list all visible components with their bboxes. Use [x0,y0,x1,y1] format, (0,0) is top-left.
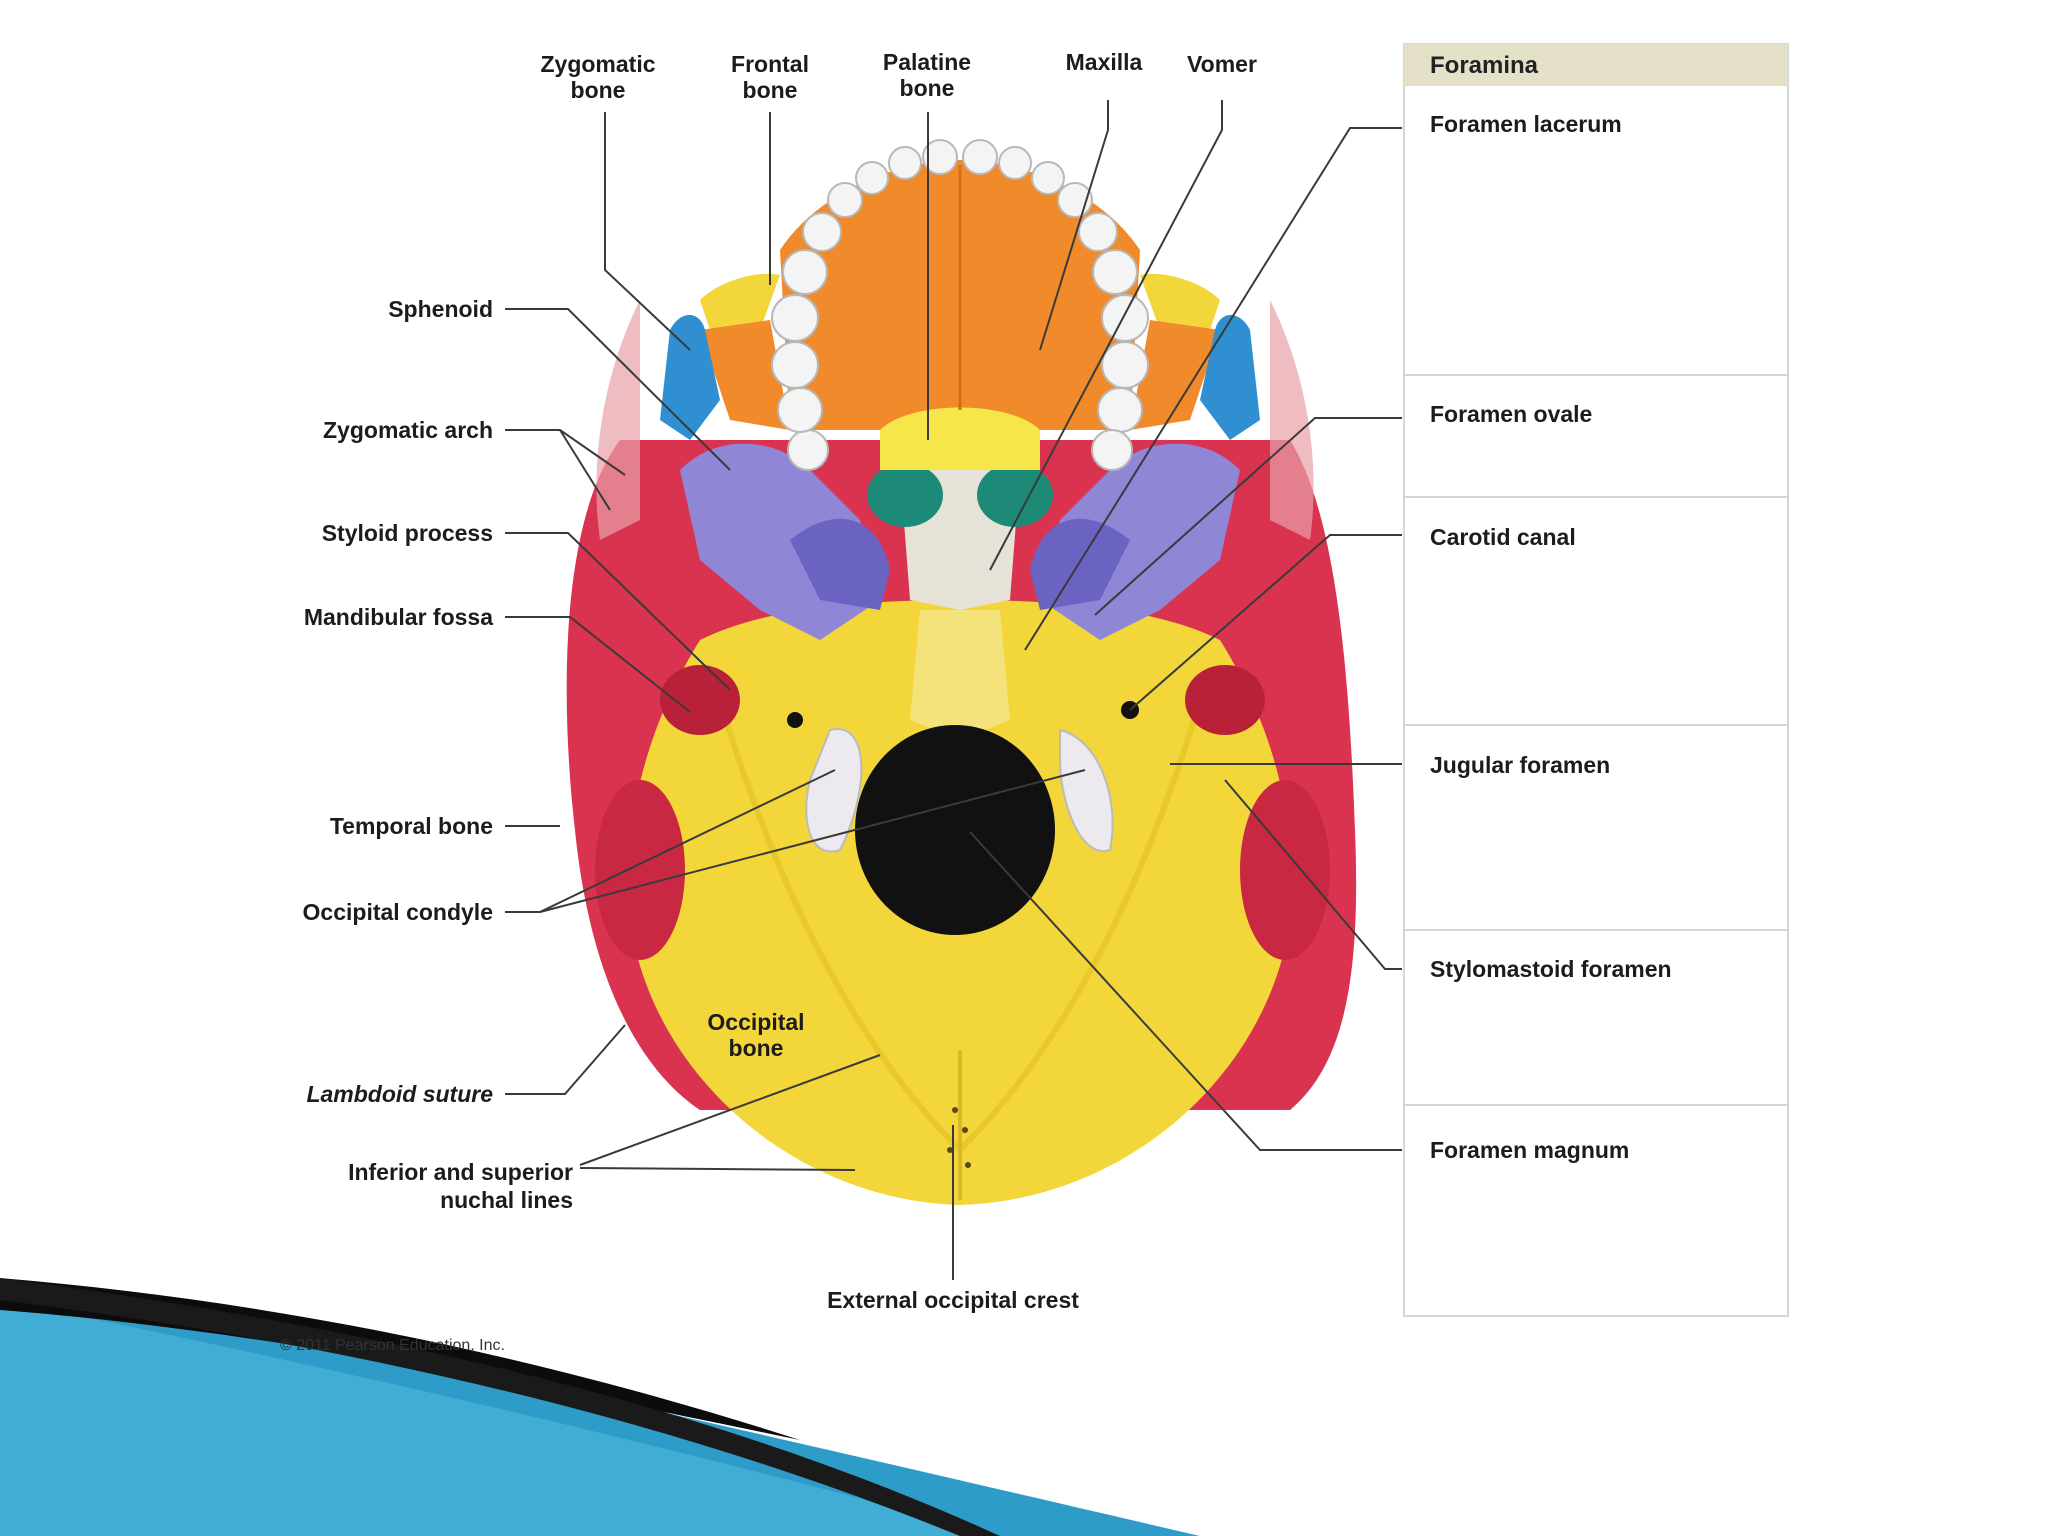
label-occipital-bone-line1: Occipital [707,1009,804,1035]
foramina-panel-header [1404,44,1788,86]
label-palatine-bone-line1: Palatine [883,49,971,75]
palatine-shape [880,405,1040,470]
label-zygomatic-bone-line1: Zygomatic [540,51,655,77]
label-zygomatic-arch: Zygomatic arch [323,417,493,443]
label-nuchal-lines-line2: nuchal lines [440,1187,573,1213]
label-nuchal-lines-line1: Inferior and superior [348,1159,573,1185]
center-label: Occipital bone [707,1009,804,1061]
foramina-panel-title: Foramina [1430,52,1539,79]
slide-decoration [0,1278,1200,1536]
skull-illustration [566,139,1357,1205]
label-mandibular-fossa: Mandibular fossa [304,604,493,630]
foramina-panel: Foramina Foramen lacerum Foramen ovale C… [1403,43,1789,1317]
copyright: © 2011 Pearson Education, Inc. [280,1337,505,1354]
top-labels: Zygomatic bone Frontal bone Palatine bon… [540,49,1256,103]
label-maxilla: Maxilla [1066,49,1143,75]
foramina-row-carotid-canal: Carotid canal [1430,524,1576,550]
label-sphenoid: Sphenoid [388,296,493,322]
left-labels: Sphenoid Zygomatic arch Styloid process … [303,296,573,1213]
label-temporal-bone: Temporal bone [330,813,493,839]
label-frontal-bone-line1: Frontal [731,51,809,77]
leader-lines [505,100,1402,1280]
label-occipital-condyle: Occipital condyle [303,899,493,925]
label-zygomatic-bone-line2: bone [571,77,626,103]
label-styloid-process: Styloid process [322,520,493,546]
zygomatic-shape [660,315,720,440]
label-occipital-bone-line2: bone [729,1035,784,1061]
label-lambdoid-suture: Lambdoid suture [306,1081,493,1107]
label-external-occipital-crest: External occipital crest [827,1287,1079,1313]
foramina-row-ovale: Foramen ovale [1430,401,1592,427]
teeth [771,139,1149,471]
foramina-row-lacerum: Foramen lacerum [1430,111,1622,137]
foramina-row-magnum: Foramen magnum [1430,1137,1629,1163]
label-frontal-bone-line2: bone [743,77,798,103]
foramina-row-stylomastoid: Stylomastoid foramen [1430,956,1672,982]
foramina-row-jugular: Jugular foramen [1430,752,1610,778]
label-vomer: Vomer [1187,51,1257,77]
label-palatine-bone-line2: bone [900,75,955,101]
foramen-magnum-shape [855,725,1055,935]
